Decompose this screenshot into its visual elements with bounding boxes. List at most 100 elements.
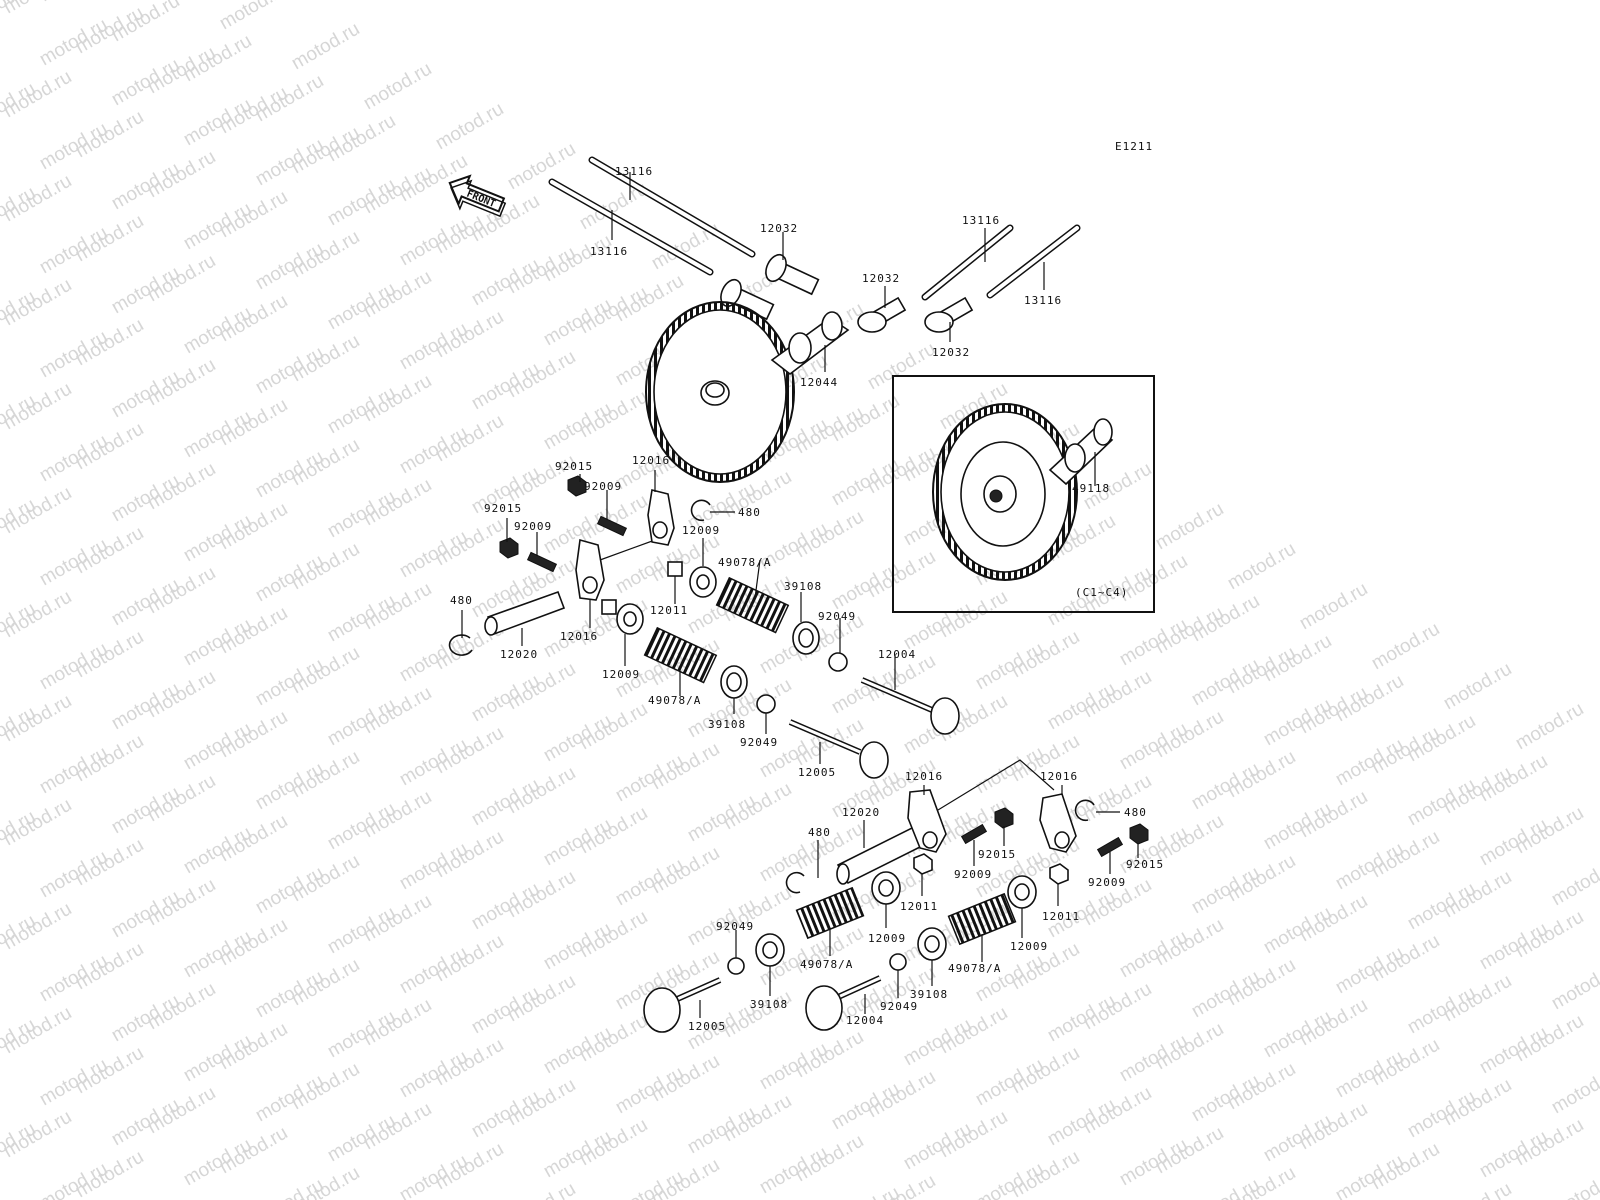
label-12011-b: 12011 [900,900,938,913]
rocker-arm-12016-left-upper [647,489,675,546]
label-92015-a: 92015 [555,460,593,473]
keeper-92049-a [828,652,848,672]
label-92049-b: 92049 [740,736,778,749]
rocker-arm-12016-right-a [907,789,947,853]
label-39108-b: 39108 [708,718,746,731]
label-92015-b: 92015 [484,502,522,515]
tappet-12032-c [857,296,907,333]
label-12005-a: 12005 [798,766,836,779]
label-12044: 12044 [800,376,838,389]
keeper-92049-b [756,694,776,714]
label-12009-d: 12009 [1010,940,1048,953]
label-13116-d: 13116 [1024,294,1062,307]
label-12016-a: 12016 [632,454,670,467]
adjusting-screw-92009-d [1096,836,1124,858]
valve-12004-right [805,975,882,1031]
rocker-arm-12016-right-b [1039,793,1077,853]
label-12032-c: 12032 [932,346,970,359]
valve-12005-left [788,719,889,779]
label-12016-b: 12016 [560,630,598,643]
label-480-d: 480 [1124,806,1147,819]
label-12005-b: 12005 [688,1020,726,1033]
nut-92015-b [499,537,519,559]
leader-bracket-12016-right [937,759,1055,811]
nut-92015-d [1129,823,1149,845]
label-480-b: 480 [450,594,473,607]
adjusting-screw-92009-a [596,515,628,537]
push-rod-13116-lower [548,178,714,276]
circlip-480-right-right [1074,799,1095,822]
label-49078-a: 49078/A [718,556,771,569]
label-92009-d: 92009 [1088,876,1126,889]
label-49078-b: 49078/A [648,694,701,707]
label-12016-d: 12016 [1040,770,1078,783]
valve-spring-49078-b [643,626,718,684]
front-arrow-icon: FRONT [448,174,507,218]
label-13116-a: 13116 [615,165,653,178]
label-12020-a: 12020 [500,648,538,661]
circlip-480-upper [690,499,711,522]
nut-92015-c [994,807,1014,829]
nut-92015-a [567,475,587,497]
camshaft-assembly-49118 [932,403,1114,581]
push-rod-13116-right-a [921,224,1014,301]
adjusting-screw-92009-b [526,551,558,573]
label-12009-a: 12009 [682,524,720,537]
label-12009-b: 12009 [602,668,640,681]
label-12032-b: 12032 [862,272,900,285]
label-12011-a: 12011 [650,604,688,617]
collar-12011-a [667,561,683,577]
camshaft-gear-12044 [645,301,850,483]
push-rod-13116-upper [588,156,756,258]
leader-lines [461,172,1139,1018]
label-92009-a: 92009 [584,480,622,493]
label-92015-c: 92015 [978,848,1016,861]
valve-12005-right [643,977,722,1033]
valve-12004-left [860,677,960,735]
label-12020-b: 12020 [842,806,880,819]
label-12011-c: 12011 [1042,910,1080,923]
tappet-12032-b [720,278,775,321]
label-12032-a: 12032 [760,222,798,235]
keeper-92049-c [727,957,745,975]
label-92009-c: 92009 [954,868,992,881]
label-92049-d: 92049 [880,1000,918,1013]
label-13116-b: 13116 [590,245,628,258]
label-12004-a: 12004 [878,648,916,661]
label-92049-c: 92049 [716,920,754,933]
label-480-a: 480 [738,506,761,519]
collar-12011-b [601,599,617,615]
keeper-92049-d [889,953,907,971]
label-49078-d: 49078/A [948,962,1001,975]
adjusting-screw-92009-c [960,823,988,845]
label-12016-c: 12016 [905,770,943,783]
label-39108-d: 39108 [910,988,948,1001]
circlip-480-right-left [785,871,805,894]
tappet-12032-a [765,253,820,296]
valve-spring-49078-a [715,576,790,634]
inset-note: (C1~C4) [1075,586,1128,599]
push-rod-13116-right-b [986,224,1081,299]
label-13116-c: 13116 [962,214,1000,227]
label-92009-b: 92009 [514,520,552,533]
label-49078-c: 49078/A [800,958,853,971]
rocker-shaft-12020-left [484,590,566,636]
collar-12011-d [1049,863,1069,885]
rocker-arm-12016-left-lower [575,538,656,601]
label-480-c: 480 [808,826,831,839]
label-39108-a: 39108 [784,580,822,593]
label-92015-d: 92015 [1126,858,1164,871]
part-labels: 13116 13116 13116 13116 12032 12032 1203… [450,165,1164,1033]
diagram-code: E1211 [1115,140,1153,153]
valve-spring-49078-d [947,892,1017,946]
label-92049-a: 92049 [818,610,856,623]
label-49118: 49118 [1072,482,1110,495]
label-12004-b: 12004 [846,1014,884,1027]
label-39108-c: 39108 [750,998,788,1011]
inset-frame [892,375,1155,613]
tappet-12032-d [924,296,974,333]
collar-12011-c [913,853,933,875]
label-12009-c: 12009 [868,932,906,945]
circlip-480-left [448,634,473,656]
